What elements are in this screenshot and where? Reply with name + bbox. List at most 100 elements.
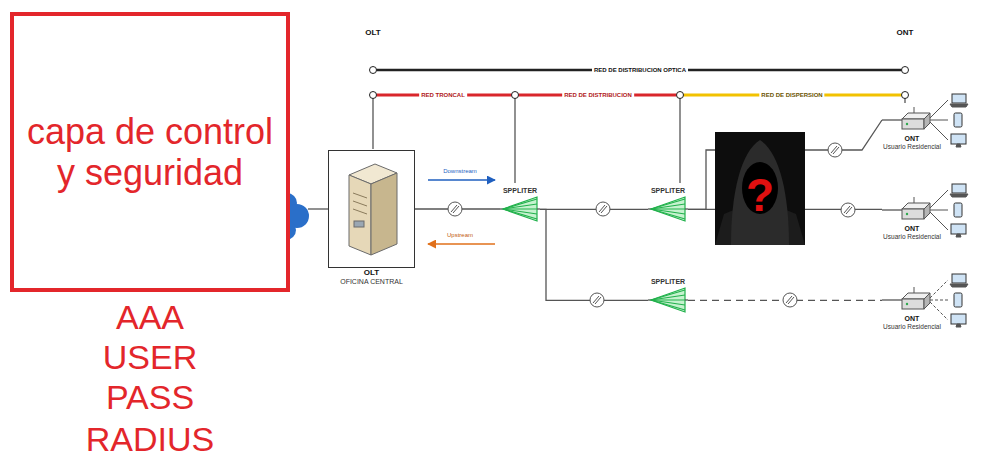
user-devices (930, 94, 968, 327)
optical-splitter: SPPLITER (648, 187, 688, 223)
signal-arrows (428, 243, 495, 245)
ont-icon (882, 105, 942, 135)
network-segment-label: RED DE DISTRIBUCION (562, 92, 634, 99)
ont-icon (924, 293, 930, 309)
hacker-picture (715, 132, 805, 245)
splitter-icon (651, 290, 685, 300)
user-devices (951, 134, 966, 147)
signal-arrows (428, 180, 495, 244)
server-icon (349, 175, 371, 255)
user-devices (950, 94, 968, 107)
optical-bus (370, 67, 377, 74)
ont-terminal: ONTUsuario Residencial (882, 195, 942, 241)
optical-bus (677, 92, 684, 99)
ont-icon (906, 303, 908, 305)
splitter-icon (651, 300, 685, 305)
fiber-link (540, 209, 648, 300)
fiber-spool (451, 205, 457, 212)
optical-bus (514, 95, 515, 183)
network-segment-label: RED DE DISPERSION (759, 92, 824, 99)
splitter-icon (648, 286, 688, 314)
fiber-spool (841, 203, 855, 217)
ont-icon (882, 299, 902, 300)
control-layer-box: capa de control y seguridad (10, 12, 290, 292)
server-icon (371, 173, 397, 255)
splitter-icon (503, 209, 537, 219)
node-title: SPPLITER (651, 187, 685, 195)
node-subtitle: Usuario Residencial (883, 143, 941, 151)
user-devices (930, 190, 948, 208)
ont-icon (906, 213, 908, 215)
ont-icon (902, 119, 924, 129)
fiber-spool (841, 203, 855, 217)
user-devices (930, 210, 948, 211)
user-devices (954, 203, 962, 217)
optical-bus (372, 95, 373, 149)
server-icon (353, 193, 367, 198)
fiber-spool (831, 146, 837, 153)
fiber-spool (593, 296, 599, 303)
optical-bus (902, 92, 909, 99)
splitter-icon (651, 209, 685, 214)
user-devices (954, 293, 962, 307)
splitter-icon (651, 199, 685, 209)
node-title: OLT (364, 268, 379, 278)
node-subtitle: OFICINA CENTRAL (340, 278, 403, 286)
user-devices (930, 100, 948, 118)
splitter-icon (503, 197, 537, 221)
fiber-spool (590, 293, 604, 307)
signal-direction-label: Upstream (447, 232, 473, 239)
ont-icon (906, 123, 908, 125)
user-devices (930, 120, 948, 121)
user-devices (930, 122, 948, 140)
node-title: ONT (905, 135, 920, 143)
fiber-spool (786, 296, 792, 303)
cloud-symbol (308, 208, 328, 209)
splitter-icon (651, 300, 685, 310)
ont-icon (924, 113, 930, 129)
hacker-picture (715, 132, 805, 245)
signal-arrows (428, 179, 495, 181)
fiber-spool (448, 202, 462, 216)
ont-icon (882, 285, 942, 315)
security-item: AAA (116, 299, 184, 336)
ont-icon (902, 299, 924, 309)
splitter-icon (500, 195, 540, 223)
column-heading: ONT (897, 29, 914, 38)
user-devices (950, 274, 968, 287)
node-subtitle: Usuario Residencial (883, 233, 941, 241)
signal-direction-label: Downstream (443, 168, 477, 175)
fiber-spool (828, 143, 842, 157)
fiber-spool (596, 202, 610, 216)
network-segment-label: RED TRONCAL (419, 92, 467, 99)
fiber-spool (448, 202, 462, 216)
optical-bus (512, 92, 519, 99)
optical-bus (370, 92, 377, 99)
user-devices (930, 274, 968, 327)
user-devices (930, 184, 968, 237)
optical-bus (370, 67, 909, 184)
ont-terminal: ONTUsuario Residencial (882, 105, 942, 151)
user-devices (930, 302, 948, 320)
node-title: ONT (905, 225, 920, 233)
node-subtitle: Usuario Residencial (883, 323, 941, 331)
ont-icon (882, 195, 942, 225)
user-devices (930, 94, 968, 147)
ont-icon (924, 203, 930, 219)
fiber-spool (828, 143, 842, 157)
node-title: capa de control y seguridad (22, 111, 278, 194)
security-item: RADIUS (86, 421, 214, 458)
fiber-spool (596, 202, 610, 216)
optical-bus (679, 95, 680, 183)
node-title: SPPLITER (503, 187, 537, 195)
ont-icon (882, 119, 902, 120)
splitter-icon (651, 288, 685, 312)
server-icon (354, 221, 364, 227)
splitter-icon (503, 209, 537, 214)
splitter-icon (503, 199, 537, 209)
hacker-picture (731, 140, 789, 245)
network-segment-label: RED DE DISTRIBUCION OPTICA (592, 67, 688, 74)
server-icon (353, 209, 367, 214)
optical-bus (902, 67, 909, 74)
